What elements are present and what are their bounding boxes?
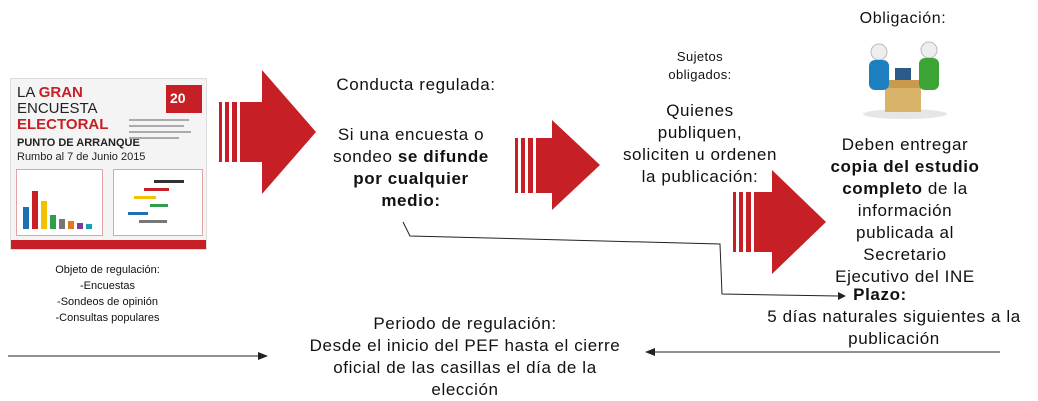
periodo-title: Periodo de regulación: <box>373 314 557 333</box>
objeto-title: Objeto de regulación: <box>55 264 160 276</box>
objeto-item-consultas: -Consultas populares <box>55 312 160 324</box>
obligacion-line-6: Secretario <box>863 245 947 264</box>
flow-arrow-1 <box>219 70 316 194</box>
conducta-line-1: Si una encuesta o <box>337 125 485 144</box>
plazo-line-1: 5 días naturales siguientes a la <box>767 307 1021 326</box>
periodo-line-2: oficial de las casillas el día de la <box>333 358 597 377</box>
sujetos-line-4: la publicación: <box>641 167 759 186</box>
diagram-arrows <box>8 70 1000 360</box>
obligacion-line-7: Ejecutivo del INE <box>835 267 975 286</box>
poster-headline-electoral: ELECTORAL <box>17 116 109 133</box>
sujetos-line-1: Quienes <box>666 101 734 120</box>
sujetos-line-3: soliciten u ordenen <box>622 145 778 164</box>
obligacion-line-2: copia del estudio <box>830 157 980 176</box>
plazo-block: 5 días naturales siguientes a la publica… <box>750 306 1038 350</box>
objeto-block: Objeto de regulación: -Encuestas -Sondeo… <box>10 262 205 326</box>
plazo-line-2: publicación <box>848 329 940 348</box>
poster-subhead: PUNTO DE ARRANQUE <box>17 137 140 149</box>
periodo-line-1: Desde el inicio del PEF hasta el cierre <box>309 336 621 355</box>
sujetos-title: Sujetos obligados: <box>668 49 732 82</box>
sujetos-block: Quienes publiquen, soliciten u ordenen l… <box>605 100 795 188</box>
conducta-line-2: sondeo se difunde <box>333 147 489 166</box>
obligacion-line-3: completo de la <box>842 179 968 198</box>
newspaper-cover-image: LA GRAN ENCUESTA ELECTORAL PUNTO DE ARRA… <box>10 78 207 250</box>
poster-mini-bar-chart <box>16 169 103 236</box>
obligacion-line-4: información <box>857 201 953 220</box>
poster-headline-gran: GRAN <box>38 84 83 101</box>
poster-date-line: Rumbo al 7 de Junio 2015 <box>17 151 146 163</box>
obligacion-title: Obligación: <box>859 10 947 27</box>
connector-line <box>402 221 839 297</box>
sujetos-line-2: publiquen, <box>657 123 743 142</box>
poster-mini-range-chart <box>113 169 203 236</box>
poster-badge: 20 <box>166 85 202 113</box>
objeto-item-sondeos: -Sondeos de opinión <box>57 296 158 308</box>
flow-arrow-2 <box>515 120 600 210</box>
conducta-line-4: medio: <box>381 191 441 210</box>
objeto-item-encuestas: -Encuestas <box>79 280 136 292</box>
obligacion-line-5: publicada al <box>856 223 954 242</box>
poster-headline-la: LA <box>17 84 35 101</box>
flow-arrow-3 <box>733 170 826 274</box>
conducta-line-3: por cualquier <box>353 169 469 188</box>
obligacion-block: Deben entregar copia del estudio complet… <box>815 134 995 288</box>
poster-headline-encuesta: ENCUESTA <box>17 100 98 117</box>
plazo-label: Plazo: <box>853 285 907 304</box>
conducta-block: Si una encuesta o sondeo se difunde por … <box>296 124 526 212</box>
obligacion-line-1: Deben entregar <box>841 135 969 154</box>
conducta-title: Conducta regulada: <box>336 75 496 94</box>
meeting-people-icon <box>863 41 947 119</box>
